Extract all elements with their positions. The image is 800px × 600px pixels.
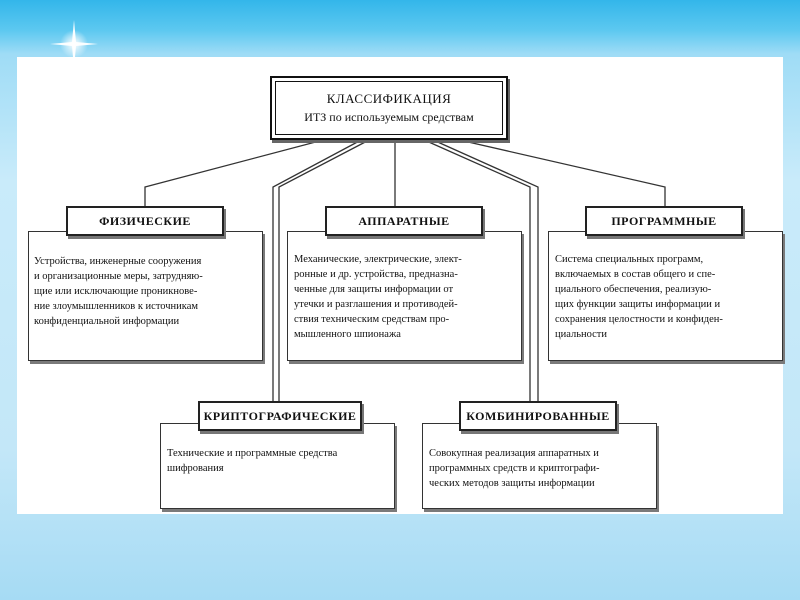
- software-header: ПРОГРАММНЫЕ: [585, 206, 743, 236]
- desc-line: ронные и др. устройства, предназна-: [294, 269, 458, 280]
- desc-line: и организационные меры, затрудняю-: [34, 271, 203, 282]
- desc-line: ческих методов защиты информации: [429, 478, 595, 489]
- desc-line: Система специальных программ,: [555, 254, 704, 265]
- sparkle-icon: [50, 20, 98, 68]
- desc-line: мышленного шпионажа: [294, 329, 401, 340]
- desc-line: шифрования: [167, 463, 224, 474]
- software-desc-box: [548, 231, 783, 361]
- combined-desc-box: [422, 423, 657, 509]
- desc-line: утечки и разглашения и противодей-: [294, 299, 458, 310]
- desc-line: циального обеспечения, реализую-: [555, 284, 712, 295]
- desc-line: Совокупная реализация аппаратных и: [429, 448, 599, 459]
- software-description: Система специальных программ, включаемых…: [555, 252, 777, 342]
- root-subtitle: ИТЗ по используемым средствам: [304, 110, 474, 124]
- desc-line: Механические, электрические, элект-: [294, 254, 462, 265]
- crypto-header: КРИПТОГРАФИЧЕСКИЕ: [198, 401, 362, 431]
- desc-line: конфиденциальной информации: [34, 316, 180, 327]
- desc-line: Устройства, инженерные сооружения: [34, 256, 202, 267]
- combined-header: КОМБИНИРОВАННЫЕ: [459, 401, 617, 431]
- desc-line: программных средств и криптографи-: [429, 463, 600, 474]
- desc-line: щих функции защиты информации и: [555, 299, 721, 310]
- physical-header: ФИЗИЧЕСКИЕ: [66, 206, 224, 236]
- desc-line: ченные для защиты информации от: [294, 284, 454, 295]
- hardware-description: Механические, электрические, элект- ронн…: [294, 252, 516, 342]
- physical-desc-box: [28, 231, 263, 361]
- desc-line: щие или исключающие проникнове-: [34, 286, 198, 297]
- desc-line: циальности: [555, 329, 608, 340]
- crypto-description: Технические и программные средства шифро…: [167, 446, 389, 476]
- physical-description: Устройства, инженерные сооружения и орга…: [34, 254, 256, 329]
- desc-line: сохранения целостности и конфиден-: [555, 314, 723, 325]
- desc-line: ствия техническим средствам про-: [294, 314, 450, 325]
- crypto-desc-box: [160, 423, 395, 509]
- desc-line: Технические и программные средства: [167, 448, 338, 459]
- root-node: КЛАССИФИКАЦИЯ ИТЗ по используемым средст…: [270, 76, 508, 140]
- hardware-desc-box: [287, 231, 522, 361]
- desc-line: ние злоумышленников к источникам: [34, 301, 199, 312]
- connector-lines: [144, 138, 666, 403]
- diagram-panel: КЛАССИФИКАЦИЯ ИТЗ по используемым средст…: [17, 57, 783, 514]
- combined-description: Совокупная реализация аппаратных и прогр…: [429, 446, 651, 491]
- hardware-header: АППАРАТНЫЕ: [325, 206, 483, 236]
- desc-line: включаемых в состав общего и спе-: [555, 269, 716, 280]
- root-title: КЛАССИФИКАЦИЯ: [326, 91, 452, 106]
